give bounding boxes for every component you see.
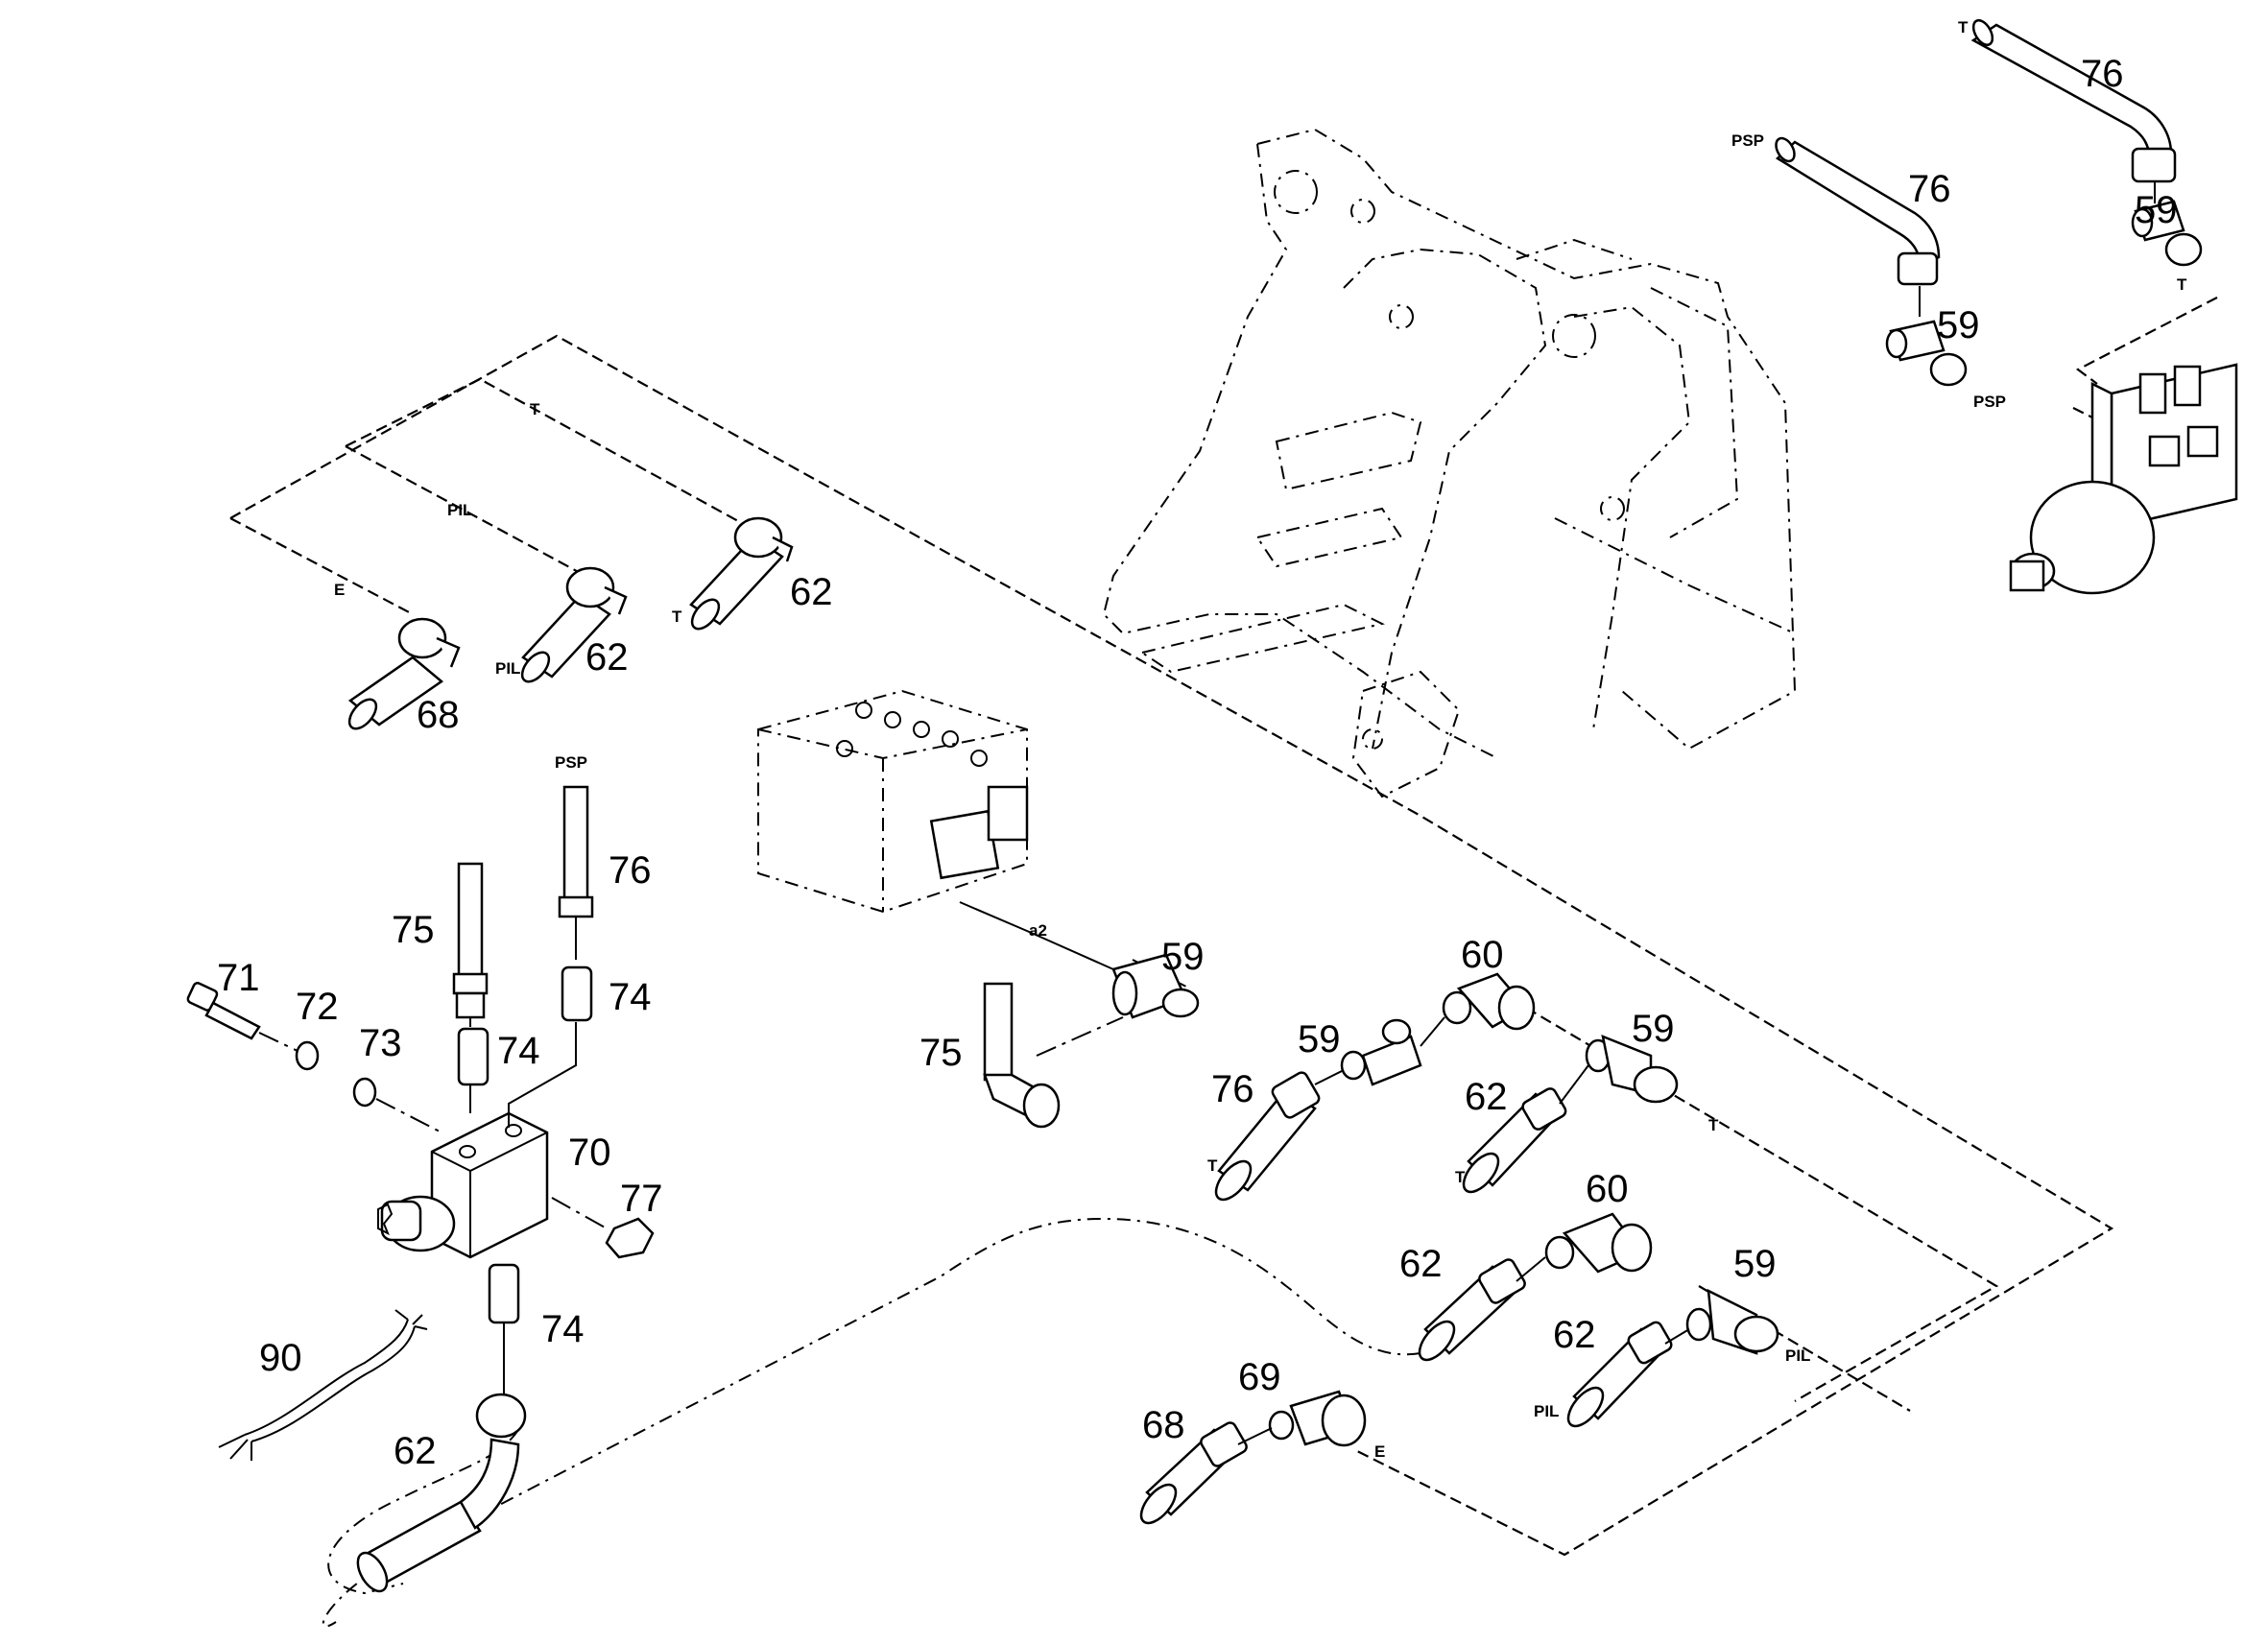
- callout-73: 73: [359, 1022, 402, 1064]
- port-tag-pil-b: PIL: [1785, 1346, 1810, 1365]
- upper-left-fittings: [347, 516, 794, 730]
- port-tag-pil-c: PIL: [1534, 1402, 1559, 1420]
- callout-62-t: 62: [790, 571, 833, 613]
- port-tag-a2: a2: [1029, 921, 1047, 940]
- loader-frame-phantom: [1102, 128, 1797, 798]
- callout-numbers: 76 59 76 59 62 62 68 76 75 74 74 71 72 7…: [217, 53, 2178, 1472]
- callout-59-psp: 59: [1937, 304, 1980, 346]
- callout-76-top: 76: [2081, 53, 2124, 95]
- port-tag-psp-mid: PSP: [555, 753, 587, 772]
- port-tag-t-hose: T: [672, 608, 682, 626]
- callout-59-top: 59: [2135, 189, 2178, 231]
- callout-77: 77: [620, 1178, 663, 1220]
- control-valve-block: [757, 689, 1029, 914]
- callout-59-a2: 59: [1161, 936, 1205, 978]
- callout-68-b: 68: [1142, 1404, 1185, 1446]
- a2-fittings: [983, 953, 1200, 1129]
- port-tag-t-frame: T: [530, 400, 540, 418]
- top-right-assembly: [1775, 18, 2238, 595]
- return-line-fittings: [1139, 972, 1779, 1525]
- port-tag-pil-hose: PIL: [495, 659, 520, 678]
- callout-62-c: 62: [1465, 1076, 1508, 1118]
- callout-76-b: 76: [1211, 1068, 1254, 1110]
- callout-62-bottom: 62: [394, 1430, 437, 1472]
- callout-62-pil: 62: [585, 636, 629, 679]
- port-tag-t-d: T: [1455, 1168, 1466, 1186]
- callout-90: 90: [259, 1337, 302, 1379]
- callout-60-a: 60: [1461, 934, 1504, 976]
- callout-59-d: 59: [1733, 1243, 1777, 1285]
- callout-74-a: 74: [497, 1030, 540, 1072]
- port-tag-t-top: T: [1958, 18, 1969, 36]
- callout-75-a2: 75: [919, 1032, 963, 1074]
- callout-76-psp: 76: [1908, 168, 1951, 210]
- port-tag-pil-frame: PIL: [447, 501, 472, 519]
- callout-69: 69: [1238, 1356, 1281, 1398]
- callout-60-b: 60: [1586, 1168, 1629, 1210]
- callout-72: 72: [296, 986, 339, 1028]
- callout-75-left: 75: [392, 909, 435, 951]
- callout-74-c: 74: [541, 1308, 585, 1350]
- valve-70-assembly: [186, 785, 655, 1593]
- port-tag-psp-right: PSP: [1973, 393, 2006, 411]
- callout-59-b: 59: [1298, 1018, 1341, 1060]
- port-tag-t-c: T: [1708, 1116, 1719, 1134]
- port-tag-psp-top: PSP: [1731, 131, 1764, 150]
- port-tag-t-right: T: [2177, 275, 2187, 294]
- port-tag-e-b: E: [1374, 1442, 1385, 1461]
- port-tag-t-b: T: [1207, 1156, 1218, 1175]
- callout-76-mid: 76: [609, 849, 652, 892]
- callout-74-b: 74: [609, 976, 652, 1018]
- port-tags: T T PSP PSP T PIL E T PIL PSP a2 T T T P…: [334, 18, 2187, 1461]
- callout-59-c: 59: [1632, 1008, 1675, 1050]
- callout-71: 71: [217, 957, 260, 999]
- callout-68-e: 68: [417, 694, 460, 736]
- callout-70: 70: [568, 1132, 611, 1174]
- callout-62-e: 62: [1553, 1314, 1596, 1356]
- callout-62-d: 62: [1399, 1243, 1443, 1285]
- port-tag-e-frame: E: [334, 581, 345, 599]
